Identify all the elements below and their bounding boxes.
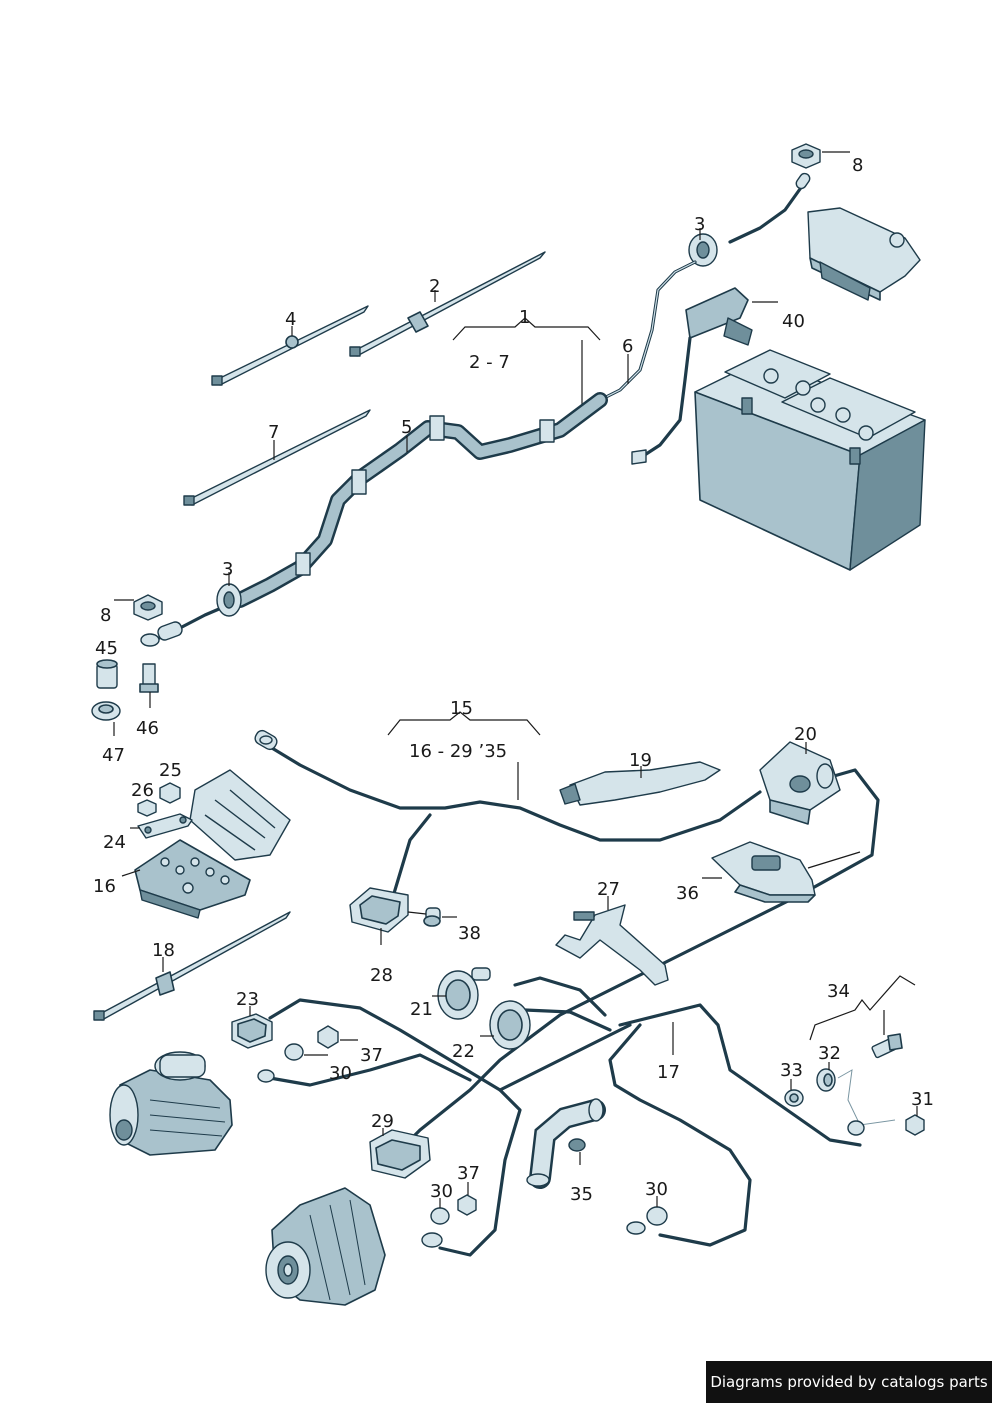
- callout-15: 15: [450, 698, 473, 719]
- ring-47-part: [91, 701, 121, 721]
- nut-31-part: [905, 1114, 925, 1136]
- callout-17: 17: [657, 1062, 680, 1083]
- cable-tie-18-part: [93, 911, 291, 1021]
- callout-3-top: 3: [694, 214, 705, 235]
- battery-cable-top-part: [598, 172, 811, 402]
- callout-46: 46: [136, 718, 159, 739]
- cable-tie-4-part: [211, 305, 369, 386]
- group-bracket-1: [452, 317, 601, 341]
- clip-33-part: [784, 1089, 804, 1107]
- callout-24: 24: [103, 832, 126, 853]
- cable-duct-5-part: [232, 392, 608, 608]
- nut-30c-part: [626, 1206, 668, 1235]
- battery-part: [694, 349, 926, 571]
- duct-19-part: [559, 761, 721, 806]
- bolt-46-part: [139, 663, 159, 693]
- callout-30-lower: 30: [430, 1181, 453, 1202]
- connector-29-part: [369, 1129, 431, 1179]
- nut-25-part: [159, 782, 181, 804]
- footer-credit: Diagrams provided by catalogs parts: [706, 1361, 992, 1403]
- callout-18: 18: [152, 940, 175, 961]
- connector-28-part: [349, 887, 409, 933]
- cable-tie-2-part: [349, 251, 546, 357]
- bolt-34-part: [871, 1033, 903, 1059]
- callout-45: 45: [95, 638, 118, 659]
- callout-22: 22: [452, 1041, 475, 1062]
- callout-15-range: 16 - 29 ’35: [409, 741, 507, 762]
- callout-1: 1: [519, 307, 530, 328]
- group-bracket-15: [387, 711, 541, 736]
- callout-47: 47: [102, 745, 125, 766]
- connector-23-part: [231, 1013, 273, 1049]
- callout-16: 16: [93, 876, 116, 897]
- callout-33: 33: [780, 1060, 803, 1081]
- alternator-part: [265, 1187, 386, 1306]
- eyelet-34-part: [847, 1120, 865, 1136]
- starter-motor-part: [109, 1051, 233, 1156]
- callout-1-range: 2 - 7: [469, 352, 510, 373]
- group-bracket-34: [809, 975, 916, 1041]
- callout-37-left: 37: [360, 1045, 383, 1066]
- nut-37a-part: [317, 1025, 339, 1049]
- callout-25: 25: [159, 760, 182, 781]
- connector-20-part: [759, 741, 841, 825]
- callout-34: 34: [827, 981, 850, 1002]
- connector-21-part: [437, 967, 491, 1020]
- callout-23: 23: [236, 989, 259, 1010]
- fuse-holder-16-part: [134, 769, 291, 919]
- callout-30-right: 30: [645, 1179, 668, 1200]
- cable-tie-7-part: [183, 409, 371, 506]
- callout-7: 7: [268, 422, 279, 443]
- callout-19: 19: [629, 750, 652, 771]
- callout-31: 31: [911, 1089, 934, 1110]
- plate-24-part: [137, 813, 193, 839]
- battery-cable-lower-part: [140, 583, 242, 647]
- control-unit-36-part: [711, 841, 816, 903]
- nut-26-part: [137, 799, 157, 817]
- wiring-harness-part: [254, 729, 880, 1257]
- nut-8-lower-part: [133, 594, 163, 621]
- bracket-40-part: [631, 287, 753, 465]
- callout-5: 5: [401, 417, 412, 438]
- nut-8-top-part: [791, 143, 821, 169]
- callout-38: 38: [458, 923, 481, 944]
- nut-30b-part: [430, 1207, 450, 1225]
- callout-6: 6: [622, 336, 633, 357]
- callout-8-lower: 8: [100, 605, 111, 626]
- callout-26: 26: [131, 780, 154, 801]
- bracket-27-part: [555, 904, 669, 986]
- callout-2: 2: [429, 276, 440, 297]
- callout-27: 27: [597, 879, 620, 900]
- nut-37b-part: [457, 1194, 477, 1216]
- callout-32: 32: [818, 1043, 841, 1064]
- fuse-module-part: [807, 207, 921, 301]
- plug-38-part: [423, 907, 441, 927]
- callout-37-lower: 37: [457, 1163, 480, 1184]
- hose-35-part: [526, 1098, 606, 1189]
- callout-30-left: 30: [329, 1063, 352, 1084]
- callout-8-top: 8: [852, 155, 863, 176]
- callout-40: 40: [782, 311, 805, 332]
- callout-21: 21: [410, 999, 433, 1020]
- callout-36: 36: [676, 883, 699, 904]
- nut-32-part: [816, 1068, 836, 1092]
- sleeve-45-part: [96, 659, 118, 689]
- nut-30a-part: [284, 1043, 304, 1061]
- callout-29: 29: [371, 1111, 394, 1132]
- callout-4: 4: [285, 309, 296, 330]
- connector-22-part: [489, 1000, 531, 1050]
- callout-3-lower: 3: [222, 559, 233, 580]
- callout-28: 28: [370, 965, 393, 986]
- callout-20: 20: [794, 724, 817, 745]
- callout-35: 35: [570, 1184, 593, 1205]
